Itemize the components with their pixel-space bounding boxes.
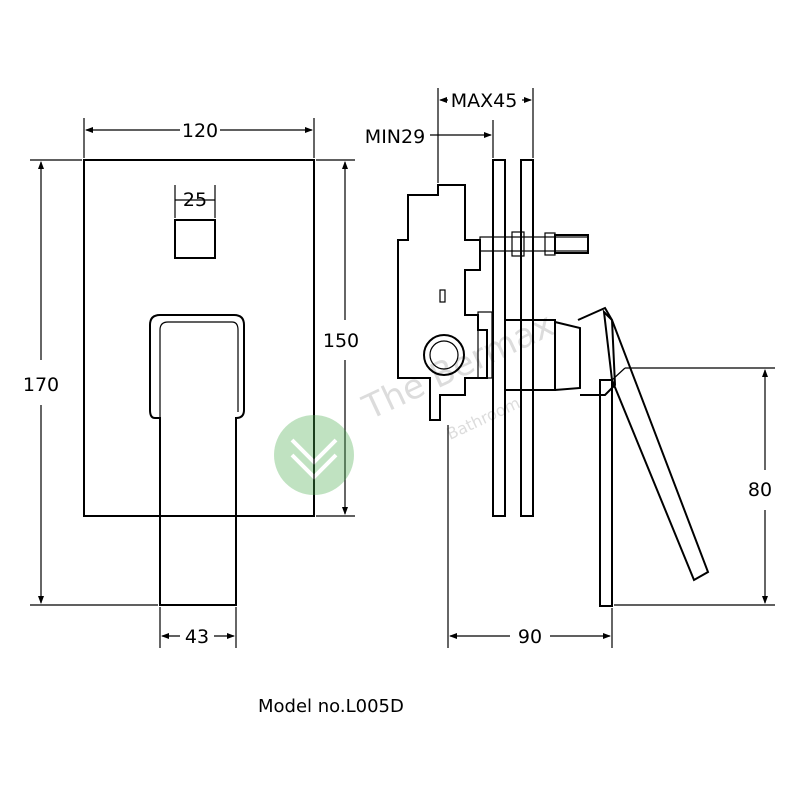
valve-port: [439, 289, 446, 303]
dim-height-plate: 150: [323, 330, 359, 352]
dim-handle-width: 43: [185, 626, 209, 648]
lever-handle: [149, 314, 245, 606]
dim-width-top: 120: [182, 120, 218, 142]
cover-plate: [83, 159, 315, 517]
diverter-button: [174, 219, 216, 259]
lever-stem: [599, 379, 613, 607]
watermark-line1: The Bermax: [356, 305, 560, 429]
lever-arm: [602, 309, 710, 582]
model-label: Model no.L005D: [258, 696, 404, 717]
side-view: MAX45 MIN29 90 80: [365, 88, 775, 648]
valve-body: [397, 184, 488, 421]
front-view: 120 25 170 150 43: [23, 118, 359, 648]
dim-side-depth: 90: [518, 626, 542, 648]
outlet-ring-icon: [423, 334, 465, 376]
dim-lever-height: 80: [748, 479, 772, 501]
watermark: The Bermax Bathroom: [274, 305, 560, 495]
chevron-logo-icon: [274, 415, 354, 495]
lever-handle-inner: [159, 321, 239, 418]
dim-min-depth: MIN29: [365, 126, 425, 148]
dim-max-depth: MAX45: [451, 90, 518, 112]
dim-height-total: 170: [23, 374, 59, 396]
handle-hub: [504, 319, 556, 391]
dim-button-size: 25: [183, 189, 207, 211]
watermark-line2: Bathroom: [444, 393, 523, 443]
cover-plate-side: [520, 159, 534, 517]
